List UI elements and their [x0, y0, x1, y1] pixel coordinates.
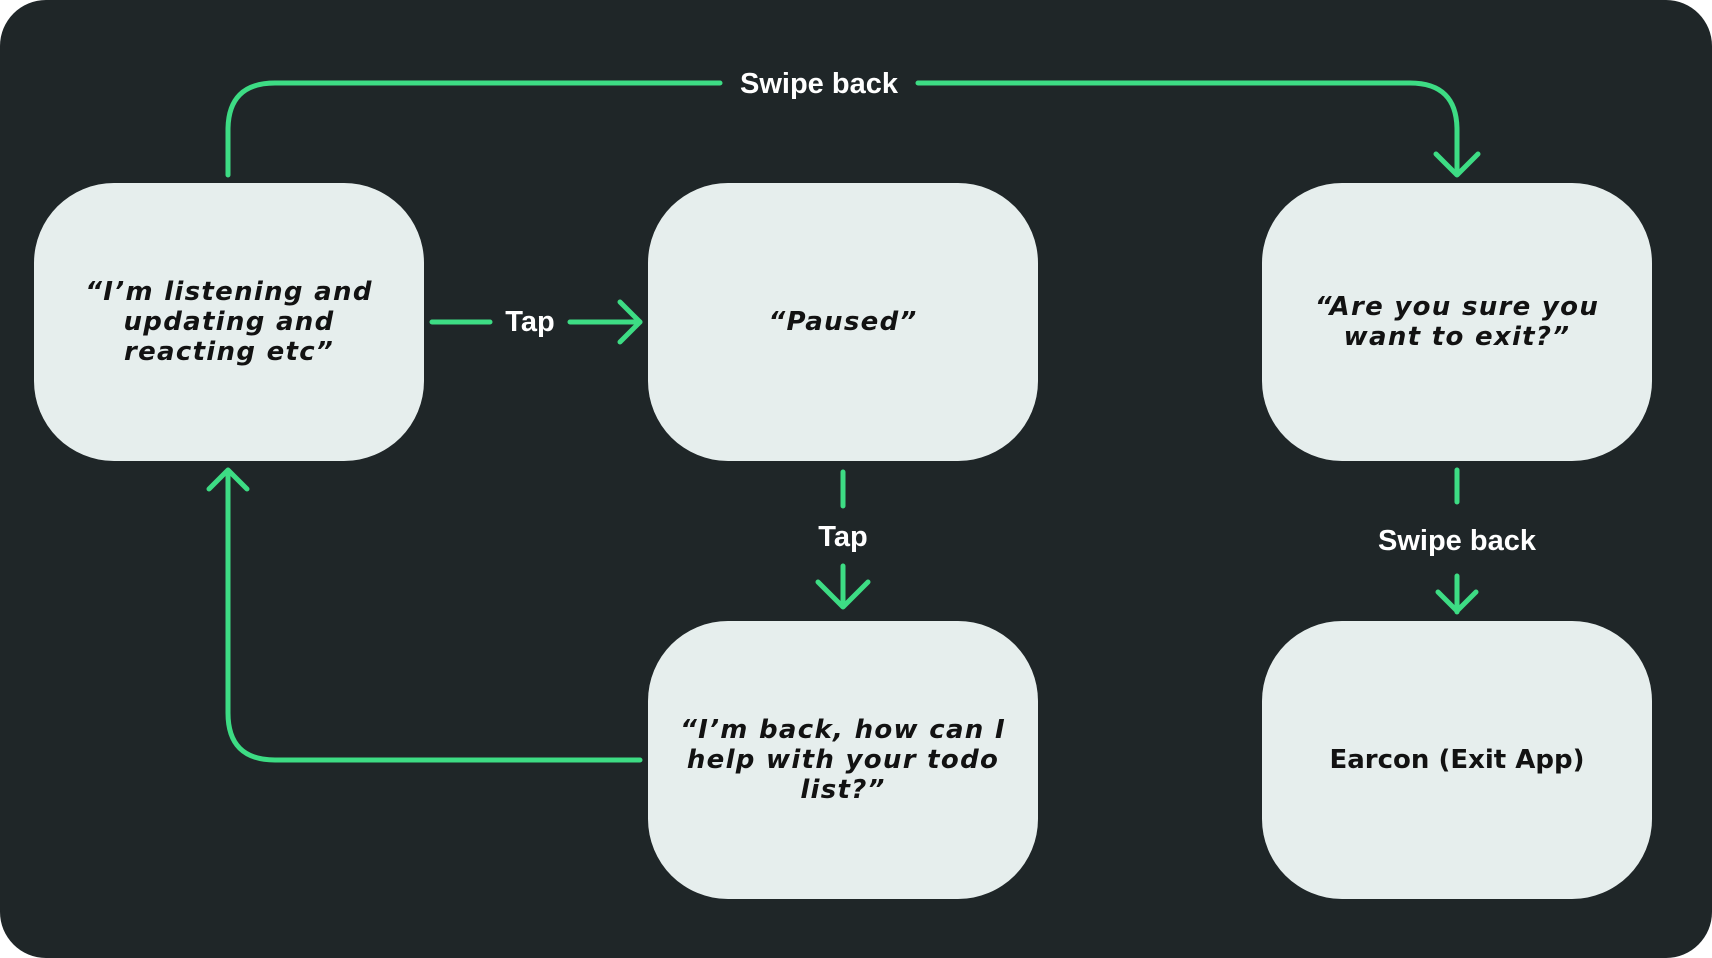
arrow-listening-to-exit-confirm — [225, 80, 1460, 178]
arrowhead-listening — [206, 467, 250, 492]
edge-label-swipe-back-top: Swipe back — [740, 68, 898, 100]
node-listening-text: “I’m listening and updating and reacting… — [85, 277, 373, 367]
arrow-resumed-to-listening — [225, 469, 643, 763]
edge-label-swipe-back-right: Swipe back — [1378, 525, 1536, 557]
node-resumed: “I’m back, how can I help with your todo… — [648, 621, 1038, 899]
node-earcon: Earcon (Exit App) — [1262, 621, 1652, 899]
edge-label-tap-horizontal: Tap — [505, 306, 555, 338]
node-exit-confirm: “Are you sure you want to exit?” — [1262, 183, 1652, 461]
node-resumed-text: “I’m back, how can I help with your todo… — [680, 715, 1006, 805]
arrowhead-paused — [617, 299, 643, 345]
node-exit-confirm-text: “Are you sure you want to exit?” — [1314, 292, 1600, 352]
arrowhead-resumed — [815, 579, 871, 610]
node-paused-text: “Paused” — [768, 307, 918, 337]
node-earcon-text: Earcon (Exit App) — [1329, 745, 1585, 775]
arrowhead-exit-confirm — [1433, 151, 1481, 178]
arrowhead-earcon — [1435, 589, 1479, 614]
node-listening: “I’m listening and updating and reacting… — [34, 183, 424, 461]
node-paused: “Paused” — [648, 183, 1038, 461]
edge-label-tap-vertical: Tap — [818, 521, 868, 553]
